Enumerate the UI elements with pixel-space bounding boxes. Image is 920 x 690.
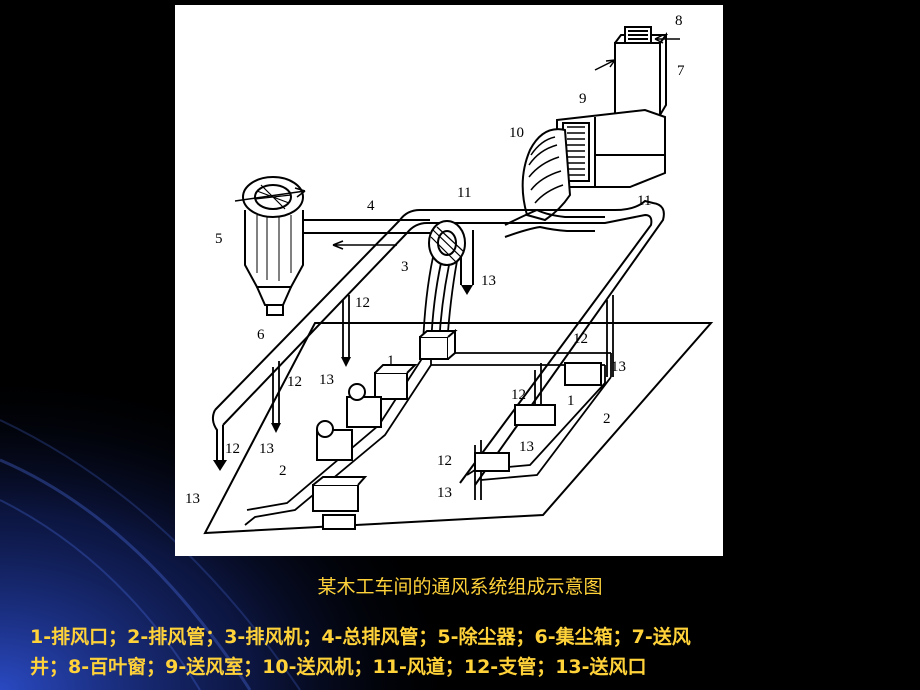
label-12b: 12 (287, 374, 302, 390)
ventilation-diagram: 1 1 2 2 3 4 5 6 7 8 9 10 11 11 12 12 12 … (175, 5, 723, 556)
label-13f: 13 (519, 439, 534, 455)
legend: 1-排风口；2-排风管；3-排风机；4-总排风管；5-除尘器；6-集尘箱；7-送… (30, 622, 890, 682)
label-10: 10 (509, 125, 524, 141)
label-13d: 13 (185, 491, 200, 507)
label-11: 11 (457, 185, 471, 201)
label-13g: 13 (437, 485, 452, 501)
label-4: 4 (367, 198, 375, 214)
supply-fan-10 (521, 128, 572, 222)
label-13b: 13 (319, 372, 334, 388)
machine-a (419, 328, 458, 360)
label-2: 2 (279, 463, 287, 479)
label-12f: 12 (437, 453, 452, 469)
label-11b: 11 (637, 193, 651, 209)
louver-8 (624, 26, 652, 44)
dust-box-6 (266, 304, 284, 316)
machine-e (312, 476, 368, 530)
dust-collector-5 (242, 176, 304, 306)
label-12c: 12 (225, 441, 240, 457)
air-arrow-in (654, 34, 680, 44)
exhaust-ducts-2 (244, 256, 612, 526)
air-arrow-out (594, 59, 616, 71)
figure-caption: 某木工车间的通风系统组成示意图 (317, 576, 603, 598)
supply-outlets-13 (213, 285, 473, 471)
machine-c (346, 383, 382, 428)
label-6: 6 (257, 327, 265, 343)
label-13a: 13 (481, 273, 496, 289)
label-7: 7 (677, 63, 685, 79)
legend-line-2: 井；8-百叶窗；9-送风室；10-送风机；11-风道；12-支管；13-送风口 (30, 656, 647, 678)
machine-d (316, 420, 353, 461)
machine-f (474, 362, 602, 472)
branch-pipes-12 (272, 295, 614, 500)
label-9: 9 (579, 91, 587, 107)
floor-plane (203, 322, 714, 535)
label-12d: 12 (573, 331, 588, 347)
label-13c: 13 (259, 441, 274, 457)
label-3: 3 (401, 259, 409, 275)
legend-line-1: 1-排风口；2-排风管；3-排风机；4-总排风管；5-除尘器；6-集尘箱；7-送… (30, 626, 691, 648)
label-12e: 12 (511, 387, 526, 403)
label-1: 1 (387, 353, 395, 369)
label-13e: 13 (611, 359, 626, 375)
rotation-arrow (234, 187, 306, 202)
supply-room-9 (556, 108, 666, 188)
label-5: 5 (215, 231, 223, 247)
label-1b: 1 (567, 393, 575, 409)
supply-shaft-7 (614, 32, 668, 116)
exhaust-fan-3 (428, 220, 466, 266)
label-12a: 12 (355, 295, 370, 311)
machine-b (374, 364, 418, 400)
label-2b: 2 (603, 411, 611, 427)
label-8: 8 (675, 13, 683, 29)
main-exhaust-duct-4 (303, 219, 430, 250)
